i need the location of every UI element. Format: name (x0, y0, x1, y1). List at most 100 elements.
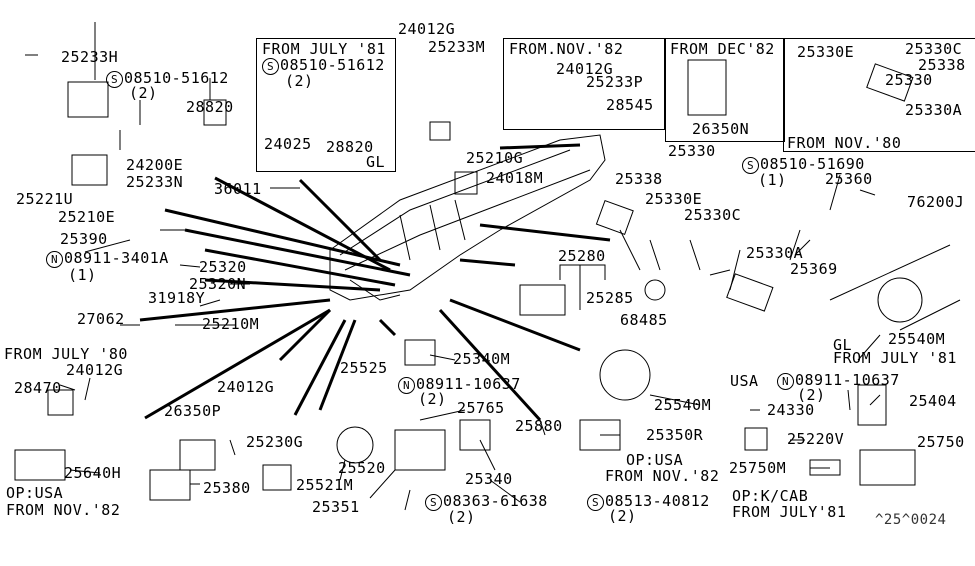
part-label-24200E[interactable]: 24200E (126, 156, 184, 174)
qty-08510-51690: (1) (758, 171, 787, 189)
part-label-25404[interactable]: 25404 (909, 392, 957, 410)
part-label-25351[interactable]: 25351 (312, 498, 360, 516)
part-label-31918Y[interactable]: 31918Y (148, 289, 206, 307)
part-label-25525[interactable]: 25525 (340, 359, 388, 377)
part-label-25765[interactable]: 25765 (457, 399, 505, 417)
note-op-usa-a: OP:USA (6, 484, 64, 502)
part-label-25520[interactable]: 25520 (338, 459, 386, 477)
part-label-25369[interactable]: 25369 (790, 260, 838, 278)
part-label-25320N[interactable]: 25320N (189, 275, 247, 293)
part-label-25210E[interactable]: 25210E (58, 208, 116, 226)
part-label-25233M[interactable]: 25233M (428, 38, 486, 56)
part-label-28820-gl[interactable]: 28820 (326, 138, 374, 156)
part-label-25220V[interactable]: 25220V (787, 430, 845, 448)
part-label-28545[interactable]: 28545 (606, 96, 654, 114)
part-label-25521M[interactable]: 25521M (296, 476, 354, 494)
part-label-27062[interactable]: 27062 (77, 310, 125, 328)
inset-july81-grade: GL (366, 153, 386, 171)
part-label-25221U[interactable]: 25221U (16, 190, 74, 208)
inset-july81-title: FROM JULY '81 (262, 40, 386, 58)
part-label-25330-inset[interactable]: 25330 (885, 71, 933, 89)
part-label-25280[interactable]: 25280 (558, 247, 606, 265)
part-label-25380[interactable]: 25380 (203, 479, 251, 497)
part-label-25340[interactable]: 25340 (465, 470, 513, 488)
part-label-25330E-inset[interactable]: 25330E (797, 43, 855, 61)
part-label-25880[interactable]: 25880 (515, 417, 563, 435)
part-label-25210G[interactable]: 25210G (466, 149, 524, 167)
part-25210G-shape (429, 121, 451, 141)
qty-08510-51612: (2) (129, 84, 158, 102)
part-label-25230G[interactable]: 25230G (246, 433, 304, 451)
part-label-25360[interactable]: 25360 (825, 170, 873, 188)
part-label-25338[interactable]: 25338 (615, 170, 663, 188)
part-label-25330E[interactable]: 25330E (645, 190, 703, 208)
note-gl: GL (833, 336, 853, 354)
part-label-24330[interactable]: 24330 (767, 401, 815, 419)
part-label-25340M[interactable]: 25340M (453, 350, 511, 368)
part-label-25320[interactable]: 25320 (199, 258, 247, 276)
part-label-25210M[interactable]: 25210M (202, 315, 260, 333)
part-label-24012G-a[interactable]: 24012G (66, 361, 124, 379)
diagram-watermark: ^25^0024 (875, 512, 947, 528)
part-label-25540M-gl[interactable]: 25540M (888, 330, 946, 348)
part-label-26350N[interactable]: 26350N (692, 120, 750, 138)
dashboard-outline (329, 134, 606, 301)
qty-08363-61638: (2) (447, 508, 476, 526)
part-label-25233P[interactable]: 25233P (586, 73, 644, 91)
s-circle-icon: S (425, 494, 442, 511)
part-25330-shape (726, 273, 774, 312)
part-label-25540M[interactable]: 25540M (654, 396, 712, 414)
part-label-28470[interactable]: 28470 (14, 379, 62, 397)
part-label-24012G-c[interactable]: 24012G (398, 20, 456, 38)
part-label-76200J[interactable]: 76200J (907, 193, 965, 211)
qty-08911-10637-b: (2) (797, 386, 826, 404)
part-label-25330C[interactable]: 25330C (684, 206, 742, 224)
part-label-26350P[interactable]: 26350P (164, 402, 222, 420)
s-circle-icon: S (262, 58, 279, 75)
part-68485-shape (644, 279, 666, 301)
part-25230G-shape (262, 464, 292, 491)
inset-nov82 (503, 38, 665, 130)
part-25340M-shape (404, 339, 436, 366)
part-label-24012G-nov82[interactable]: 24012G (556, 60, 614, 78)
part-label-24025[interactable]: 24025 (264, 135, 312, 153)
s-circle-icon: S (742, 157, 759, 174)
note-from-nov-82-b: FROM NOV.'82 (605, 467, 720, 485)
part-label-28820[interactable]: 28820 (186, 98, 234, 116)
part-label-25330C-inset[interactable]: 25330C (905, 40, 963, 58)
part-25380-shape (149, 469, 191, 501)
s-circle-icon: S (106, 71, 123, 88)
part-label-68485[interactable]: 68485 (620, 311, 668, 329)
part-label-25233H[interactable]: 25233H (61, 48, 119, 66)
part-label-25750[interactable]: 25750 (917, 433, 965, 451)
part-label-24012G-b[interactable]: 24012G (217, 378, 275, 396)
part-25221U-shape (71, 154, 108, 186)
part-label-24018M[interactable]: 24018M (486, 169, 544, 187)
part-label-25390[interactable]: 25390 (60, 230, 108, 248)
part-25330-inset-shape (866, 63, 914, 102)
part-25540M-shape (599, 349, 651, 401)
qty-08911-10637-a: (2) (418, 390, 447, 408)
part-label-25330A[interactable]: 25330A (746, 244, 804, 262)
n-circle-icon: N (398, 377, 415, 394)
part-label-25330[interactable]: 25330 (668, 142, 716, 160)
part-label-25330A-inset[interactable]: 25330A (905, 101, 963, 119)
note-usa: USA (730, 372, 759, 390)
part-28470-shape (47, 389, 74, 416)
part-25338-shape (595, 199, 634, 235)
inset-nov80-title: FROM NOV.'80 (787, 134, 902, 152)
part-label-25640H[interactable]: 25640H (64, 464, 122, 482)
part-label-36011[interactable]: 36011 (214, 180, 262, 198)
part-label-25350R[interactable]: 25350R (646, 426, 704, 444)
part-label-25285[interactable]: 25285 (586, 289, 634, 307)
part-label-25338-inset[interactable]: 25338 (918, 56, 966, 74)
part-label-25750M[interactable]: 25750M (729, 459, 787, 477)
part-label-25233N[interactable]: 25233N (126, 173, 184, 191)
